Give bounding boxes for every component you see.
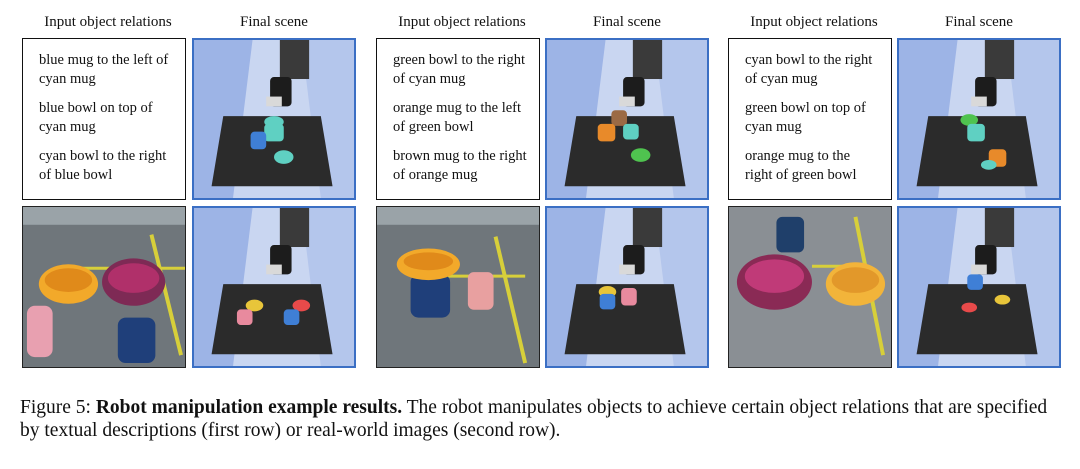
relation-text: cyan bowl to the right of blue bowl bbox=[39, 148, 167, 183]
sim-scene-image bbox=[897, 206, 1061, 368]
relation-text: cyan bowl to the right of cyan mug bbox=[745, 52, 873, 87]
real-world-image bbox=[376, 206, 540, 368]
relation-text: blue bowl on top of cyan mug bbox=[39, 100, 153, 135]
relations-box: cyan bowl to the right of cyan mug green… bbox=[728, 38, 892, 200]
relations-header: Input object relations bbox=[398, 14, 526, 30]
relation-text: green bowl to the right of cyan mug bbox=[393, 52, 526, 87]
sim-scene-image bbox=[192, 38, 356, 200]
figure-title: Robot manipulation example results. bbox=[95, 397, 403, 418]
sim-scene-image bbox=[192, 206, 356, 368]
relations-header: Input object relations bbox=[750, 14, 878, 30]
sim-scene-image bbox=[545, 38, 709, 200]
relation-text: green bowl on top of cyan mug bbox=[745, 100, 866, 135]
figure-caption: Figure 5: Robot manipulation example res… bbox=[20, 396, 1060, 442]
scene-header: Final scene bbox=[240, 14, 308, 30]
relation-text: orange mug to the left of green bowl bbox=[393, 100, 522, 135]
real-world-image bbox=[728, 206, 892, 368]
scene-header: Final scene bbox=[945, 14, 1013, 30]
relations-box: green bowl to the right of cyan mug oran… bbox=[376, 38, 540, 200]
scene-header: Final scene bbox=[593, 14, 661, 30]
real-world-image bbox=[22, 206, 186, 368]
relation-text: brown mug to the right of orange mug bbox=[393, 148, 527, 183]
sim-scene-image bbox=[545, 206, 709, 368]
sim-scene-image bbox=[897, 38, 1061, 200]
relation-text: blue mug to the left of cyan mug bbox=[39, 52, 169, 87]
relations-header: Input object relations bbox=[44, 14, 172, 30]
relation-text: orange mug to the right of green bowl bbox=[745, 148, 857, 183]
figure-caption-text: The robot manipulates objects to achieve… bbox=[20, 397, 1048, 441]
figure-label: Figure 5: bbox=[20, 397, 91, 418]
relations-box: blue mug to the left of cyan mug blue bo… bbox=[22, 38, 186, 200]
